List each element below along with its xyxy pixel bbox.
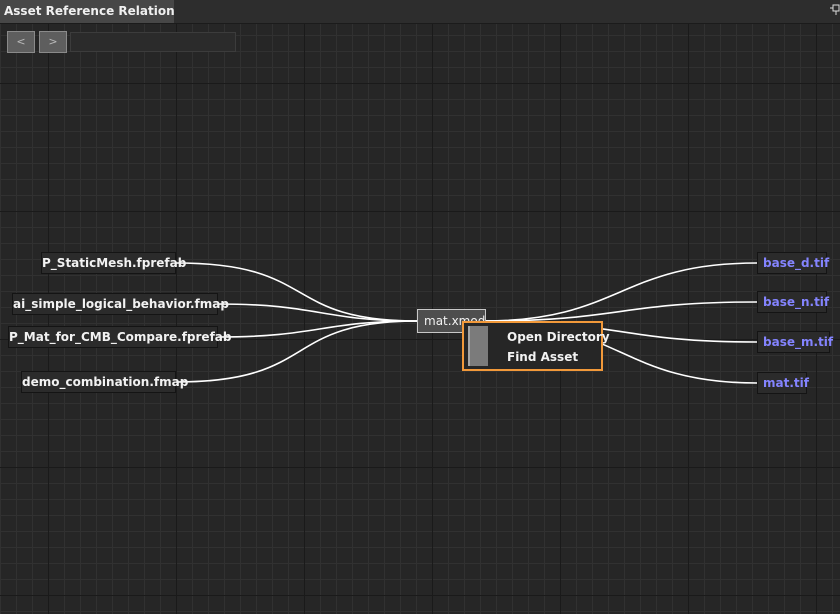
referencer-node[interactable]: ai_simple_logical_behavior.fmap [12,293,229,315]
find-asset-menu-item[interactable]: Find Asset [507,350,579,364]
dependency-node[interactable]: mat.tif [757,372,809,394]
referencer-node[interactable]: demo_combination.fmap [21,371,188,393]
dependency-node[interactable]: base_n.tif [757,291,829,313]
back-button[interactable]: < [7,31,35,53]
dependency-node[interactable]: base_m.tif [757,331,833,353]
pin-icon[interactable] [830,4,840,18]
window-tab[interactable]: Asset Reference Relation [0,0,175,23]
path-input[interactable] [70,32,236,52]
referencer-node[interactable]: P_StaticMesh.fprefab [41,252,186,274]
forward-button[interactable]: > [39,31,67,53]
referencer-node[interactable]: P_Mat_for_CMB_Compare.fprefab [8,326,231,348]
dependency-node[interactable]: base_d.tif [757,252,829,274]
context-menu: Open Directory Find Asset [462,321,610,371]
open-directory-menu-item[interactable]: Open Directory [507,330,610,344]
menu-icon-gutter [468,326,488,366]
title-bar: Asset Reference Relation [0,0,840,24]
